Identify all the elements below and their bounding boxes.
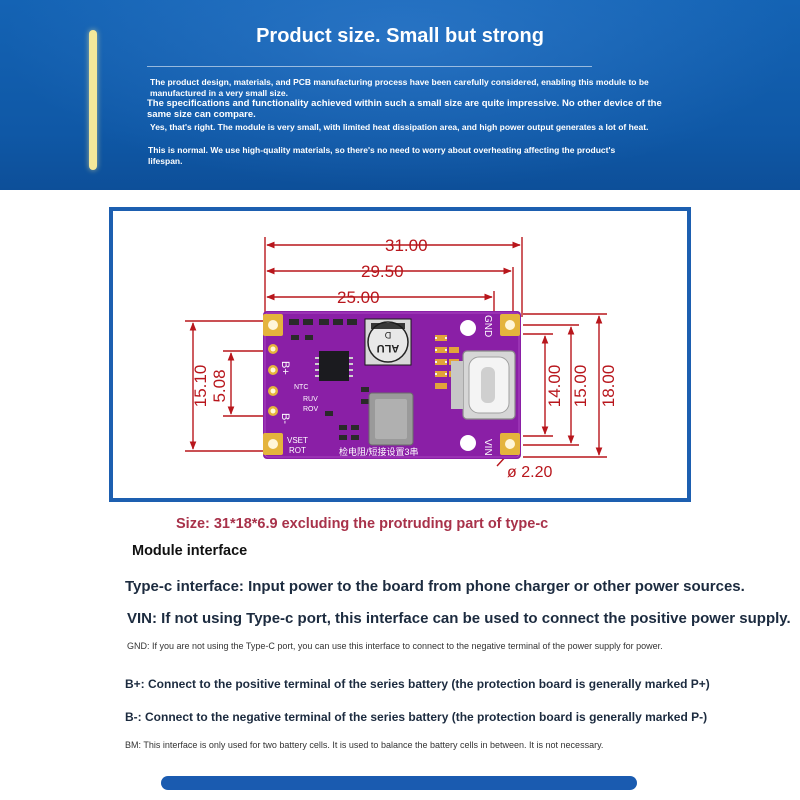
banner-line-1: The product design, materials, and PCB m… (150, 77, 649, 98)
battery-pins (268, 344, 278, 416)
dim-width-inner: 25.00 (337, 288, 380, 307)
label-vin: VIN (482, 439, 493, 456)
right-dimensions (496, 313, 607, 467)
left-dimensions (185, 320, 263, 452)
mounting-pads (263, 314, 520, 455)
horizontal-dimensions (264, 237, 523, 317)
cap-text-1: ALU (377, 342, 400, 354)
dim-height-right-1: 14.00 (545, 365, 564, 408)
dim-width-total: 31.00 (385, 236, 428, 255)
top-banner: Product size. Small but strong The produ… (0, 0, 800, 190)
desc-vin: VIN: If not using Type-c port, this inte… (127, 610, 791, 627)
dim-hole: ø 2.20 (507, 464, 552, 481)
silk-bottom-text: 检电阻/短接设置3串 (339, 446, 419, 457)
smd-components (289, 319, 369, 440)
dimension-drawing: 31.00 29.50 25.00 15.10 5.08 14.00 (185, 236, 618, 481)
desc-gnd: GND: If you are not using the Type-C por… (127, 641, 663, 651)
ic-chip (319, 351, 349, 381)
label-b-minus: B- (279, 413, 291, 424)
desc-bm: BM: This interface is only used for two … (125, 740, 604, 750)
label-gnd: GND (482, 315, 493, 337)
product-frame: 31.00 29.50 25.00 15.10 5.08 14.00 (109, 207, 691, 502)
bottom-bar (161, 776, 637, 790)
pcb-board: B+ B- (263, 311, 521, 459)
dim-height-right-2: 15.00 (571, 365, 590, 408)
size-caption: Size: 31*18*6.9 excluding the protruding… (176, 516, 549, 532)
desc-b-minus: B-: Connect to the negative terminal of … (125, 710, 708, 724)
banner-line-4: This is normal. We use high-quality mate… (148, 145, 616, 166)
cap-text-2: D (384, 330, 391, 340)
dim-width-mid: 29.50 (361, 262, 404, 281)
dim-height-left-inner: 5.08 (210, 369, 229, 402)
label-rot: ROT (289, 446, 306, 455)
smd-pads-white (435, 337, 447, 375)
ic-pins (315, 357, 353, 377)
dim-height-right-3: 18.00 (599, 365, 618, 408)
dim-height-left-outer: 15.10 (191, 365, 210, 408)
label-rov: ROV (303, 406, 319, 413)
banner-line-3: Yes, that's right. The module is very sm… (150, 122, 649, 132)
capacitor: ALU D (364, 318, 412, 366)
inductor-top (375, 399, 407, 439)
interface-title: Module interface (132, 543, 248, 559)
label-ntc: NTC (294, 384, 308, 391)
pcb-edge (264, 312, 520, 458)
label-vset: VSET (287, 436, 308, 445)
banner-title: Product size. Small but strong (256, 25, 544, 47)
usb-c-connector (451, 350, 516, 420)
banner-glow (0, 0, 800, 190)
label-ruv: RUV (303, 396, 318, 403)
banner-line-2: The specifications and functionality ach… (147, 98, 662, 120)
accent-bar (89, 30, 97, 170)
label-b-plus: B+ (279, 361, 291, 375)
desc-b-plus: B+: Connect to the positive terminal of … (125, 677, 710, 691)
desc-typec: Type-c interface: Input power to the boa… (125, 578, 745, 595)
banner-divider (147, 66, 592, 67)
